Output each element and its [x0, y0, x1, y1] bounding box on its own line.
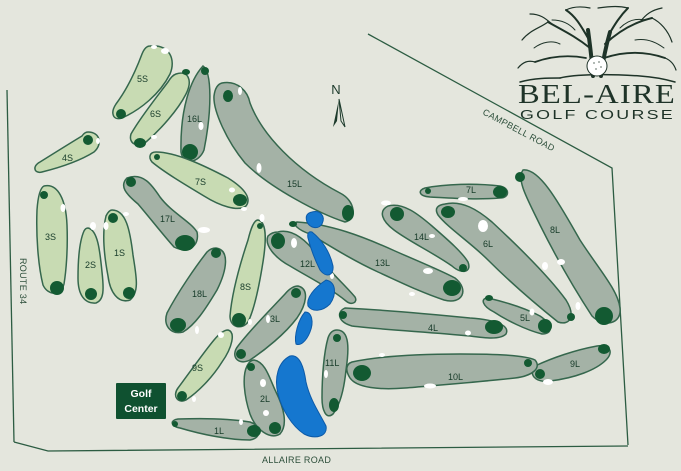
road-label-allaire: ALLAIRE ROAD [262, 455, 331, 465]
hole-1s[interactable]: 1S [103, 209, 138, 302]
hole-label-1s: 1S [114, 248, 125, 258]
hole-label-5s: 5S [137, 74, 148, 84]
hole-2s[interactable]: 2S [77, 222, 104, 304]
hole-label-3s: 3S [45, 232, 56, 242]
road-lines [6, 33, 629, 452]
hole-14l[interactable]: 14L [381, 200, 470, 273]
hole-8l[interactable]: 8L [515, 169, 621, 325]
hole-label-13l: 13L [375, 258, 390, 268]
hole-label-17l: 17L [160, 214, 175, 224]
north-arrow-icon: N [331, 82, 346, 128]
hole-label-4s: 4S [62, 153, 73, 163]
hole-label-11l: 11L [325, 358, 339, 368]
water-hazards [276, 211, 335, 438]
pond-lower [295, 311, 313, 345]
hole-15l[interactable]: 15L [213, 81, 354, 223]
hole-label-8l: 8L [550, 225, 560, 235]
golf-center[interactable]: Golf Center [116, 383, 166, 419]
hole-1l[interactable]: 1L [171, 417, 261, 441]
hole-4l[interactable]: 4L [338, 307, 508, 339]
route-34-road [6, 89, 15, 443]
hole-17l[interactable]: 17L [122, 175, 210, 251]
hole-label-6l: 6L [483, 239, 493, 249]
hole-label-9l: 9L [570, 359, 580, 369]
hole-label-3l: 3L [270, 314, 280, 324]
hole-label-2l: 2L [260, 394, 270, 404]
hole-6l[interactable]: 6L [435, 202, 575, 324]
golf-ball-icon [586, 55, 608, 77]
hole-label-1l: 1L [214, 426, 224, 436]
hole-18l[interactable]: 18L [165, 247, 227, 334]
hole-label-6s: 6S [150, 109, 161, 119]
golf-center-line2: Center [124, 403, 157, 415]
hole-label-15l: 15L [287, 179, 302, 189]
pond-middle [307, 279, 335, 311]
hole-label-4l: 4L [428, 323, 438, 333]
hole-7s[interactable]: 7S [149, 151, 249, 211]
pond-large [276, 355, 327, 438]
hole-5s[interactable]: 5S [112, 45, 173, 120]
hole-10l[interactable]: 10L [346, 353, 538, 390]
hole-label-18l: 18L [192, 289, 207, 299]
hole-label-16l: 16L [187, 114, 202, 124]
pond-top [305, 211, 324, 229]
hole-label-10l: 10L [448, 372, 463, 382]
hole-2l[interactable]: 2L [243, 359, 286, 437]
hole-3l[interactable]: 3L [234, 285, 307, 363]
hole-label-7s: 7S [195, 177, 206, 187]
allaire-road [13, 441, 629, 452]
campbell-road [367, 33, 629, 446]
hole-7l[interactable]: 7L [419, 183, 509, 201]
hole-11l[interactable]: 11L [321, 329, 349, 417]
hole-label-2s: 2S [85, 260, 96, 270]
hole-16l[interactable]: 16L [180, 65, 211, 162]
hole-3s[interactable]: 3S [36, 185, 68, 295]
golf-center-line1: Golf [131, 388, 152, 400]
hole-label-5l: 5L [520, 313, 530, 323]
hole-label-8s: 8S [240, 282, 251, 292]
north-label: N [331, 82, 340, 97]
hole-label-12l: 12L [300, 259, 315, 269]
hole-label-14l: 14L [414, 232, 429, 242]
short-course: 5S 6S 4S 3S 2S [34, 45, 266, 402]
hole-label-9s: 9S [192, 363, 203, 373]
hole-13l[interactable]: 13L [289, 221, 464, 302]
hole-9s[interactable]: 9S [174, 329, 233, 402]
hole-label-7l: 7L [466, 185, 476, 195]
hole-9l[interactable]: 9L [531, 344, 611, 385]
brand-subtitle: GOLF COURSE [520, 108, 675, 122]
brand-name: BEL-AIRE [518, 79, 676, 109]
hole-6s[interactable]: 6S [129, 69, 190, 148]
road-label-route34: ROUTE 34 [18, 258, 28, 304]
hole-8s[interactable]: 8S [229, 214, 266, 328]
hole-5l[interactable]: 5L [482, 295, 552, 335]
brand: BEL-AIRE GOLF COURSE [517, 5, 677, 122]
hole-4s[interactable]: 4S [34, 131, 100, 174]
long-course: 16L 15L 17L 18L [122, 65, 621, 441]
pond-upper [307, 231, 334, 276]
